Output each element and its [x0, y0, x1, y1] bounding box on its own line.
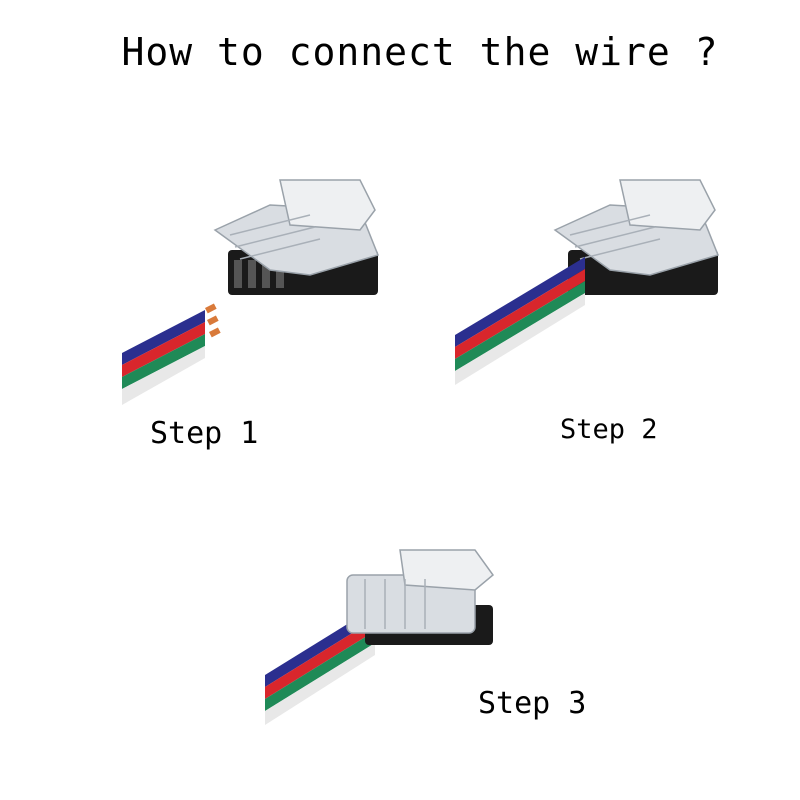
step-2-label: Step 2 — [560, 414, 658, 445]
connector-open — [553, 179, 720, 295]
step-2-illustration — [455, 179, 720, 385]
ribbon-cable — [122, 303, 221, 405]
ribbon-cable — [455, 257, 585, 385]
connector-open — [213, 179, 380, 295]
step-3-label: Step 3 — [478, 686, 587, 721]
step-1-illustration — [122, 179, 380, 405]
connector-closed — [346, 549, 495, 645]
step-1-label: Step 1 — [150, 416, 259, 451]
diagram-title: How to connect the wire ? — [121, 30, 719, 74]
step-3-illustration — [265, 549, 495, 725]
ribbon-cable — [265, 607, 375, 725]
